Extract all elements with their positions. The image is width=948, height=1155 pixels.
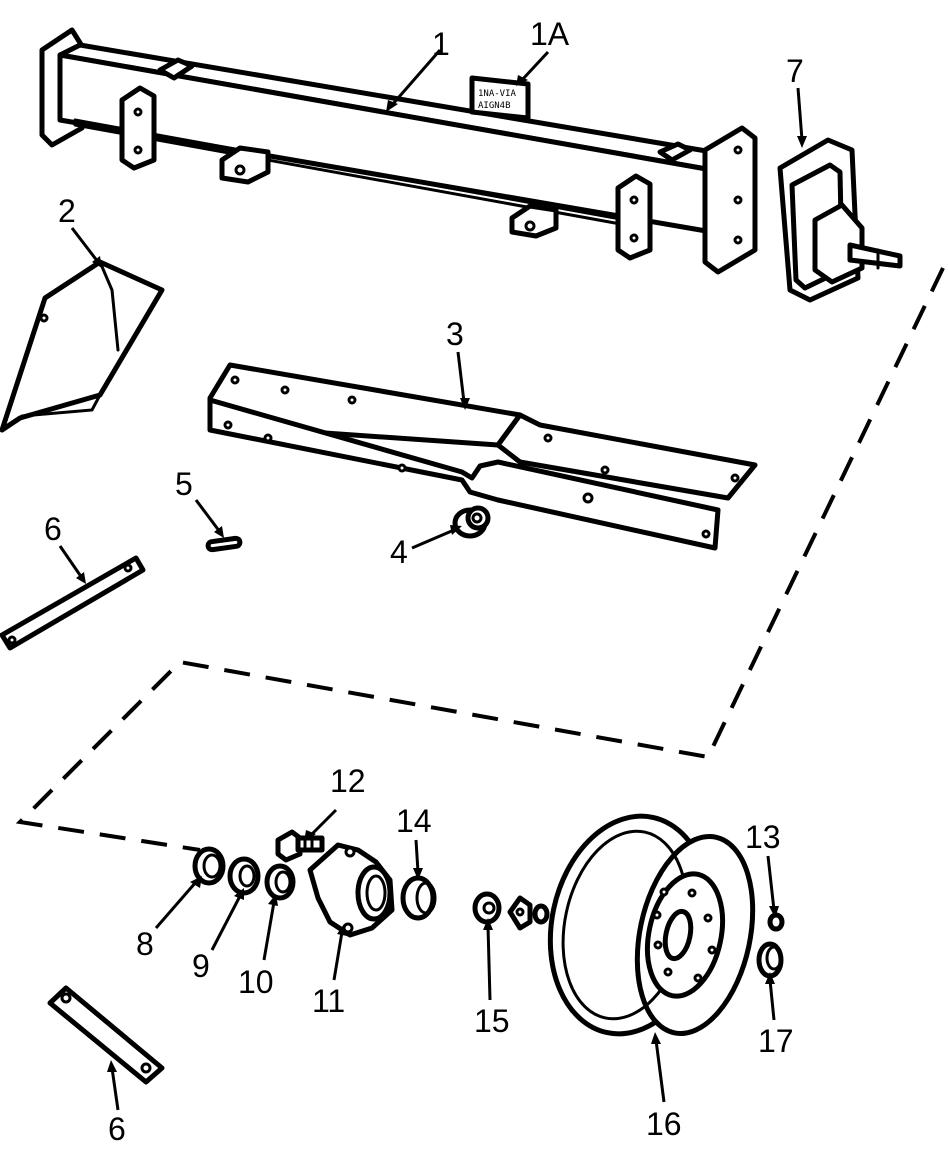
callout-8: 8 [136, 926, 154, 962]
part-9-bearing-cone [227, 856, 261, 896]
callout-7: 7 [786, 53, 804, 89]
part-7-spindle-bracket [777, 137, 903, 303]
callout-9: 9 [192, 948, 210, 984]
part-16-wheel [547, 813, 756, 1037]
part-12-bolt [275, 829, 325, 863]
part-4-bushing [452, 505, 491, 539]
part-1a-decal: 1NA-VIA AIGN4B [469, 75, 531, 121]
callout-6-upper: 6 [44, 511, 62, 547]
part-11-hub [307, 842, 395, 938]
callout-2: 2 [58, 193, 76, 229]
part-6-strap-upper [0, 555, 146, 651]
part-14-bearing-cup [400, 875, 437, 921]
callout-3: 3 [446, 316, 464, 352]
callout-labels: 1 1A 2 3 4 5 6 6 7 8 9 10 11 12 13 14 15… [44, 16, 804, 1147]
part-15-nut-washers [472, 891, 550, 931]
part-8-seal [192, 846, 226, 886]
decal-line-1: 1NA-VIA [478, 89, 517, 99]
callout-5: 5 [175, 466, 193, 502]
decal-line-2: AIGN4B [478, 101, 511, 111]
callout-10: 10 [238, 964, 274, 1000]
callout-12: 12 [330, 763, 366, 799]
leader-lines [58, 49, 807, 1111]
part-5-pin [205, 535, 243, 553]
part-13-small-nut [767, 912, 785, 932]
callout-15: 15 [474, 1003, 510, 1039]
part-6-strap-lower [47, 985, 165, 1085]
callout-17: 17 [758, 1023, 794, 1059]
part-3-mounting-channel [207, 362, 758, 551]
callout-13: 13 [745, 819, 781, 855]
callout-1: 1 [432, 26, 450, 62]
callout-14: 14 [396, 803, 432, 839]
part-1-axle-frame [39, 27, 758, 275]
part-2-shield [0, 259, 165, 433]
part-17-cap [756, 941, 784, 979]
callout-6-lower: 6 [108, 1111, 126, 1147]
callout-16: 16 [646, 1106, 682, 1142]
callout-1a: 1A [530, 16, 570, 52]
assembly-dashed-line [15, 267, 945, 852]
callout-11: 11 [312, 983, 345, 1019]
callout-4: 4 [390, 534, 408, 570]
part-10-bearing-cup [264, 863, 296, 901]
